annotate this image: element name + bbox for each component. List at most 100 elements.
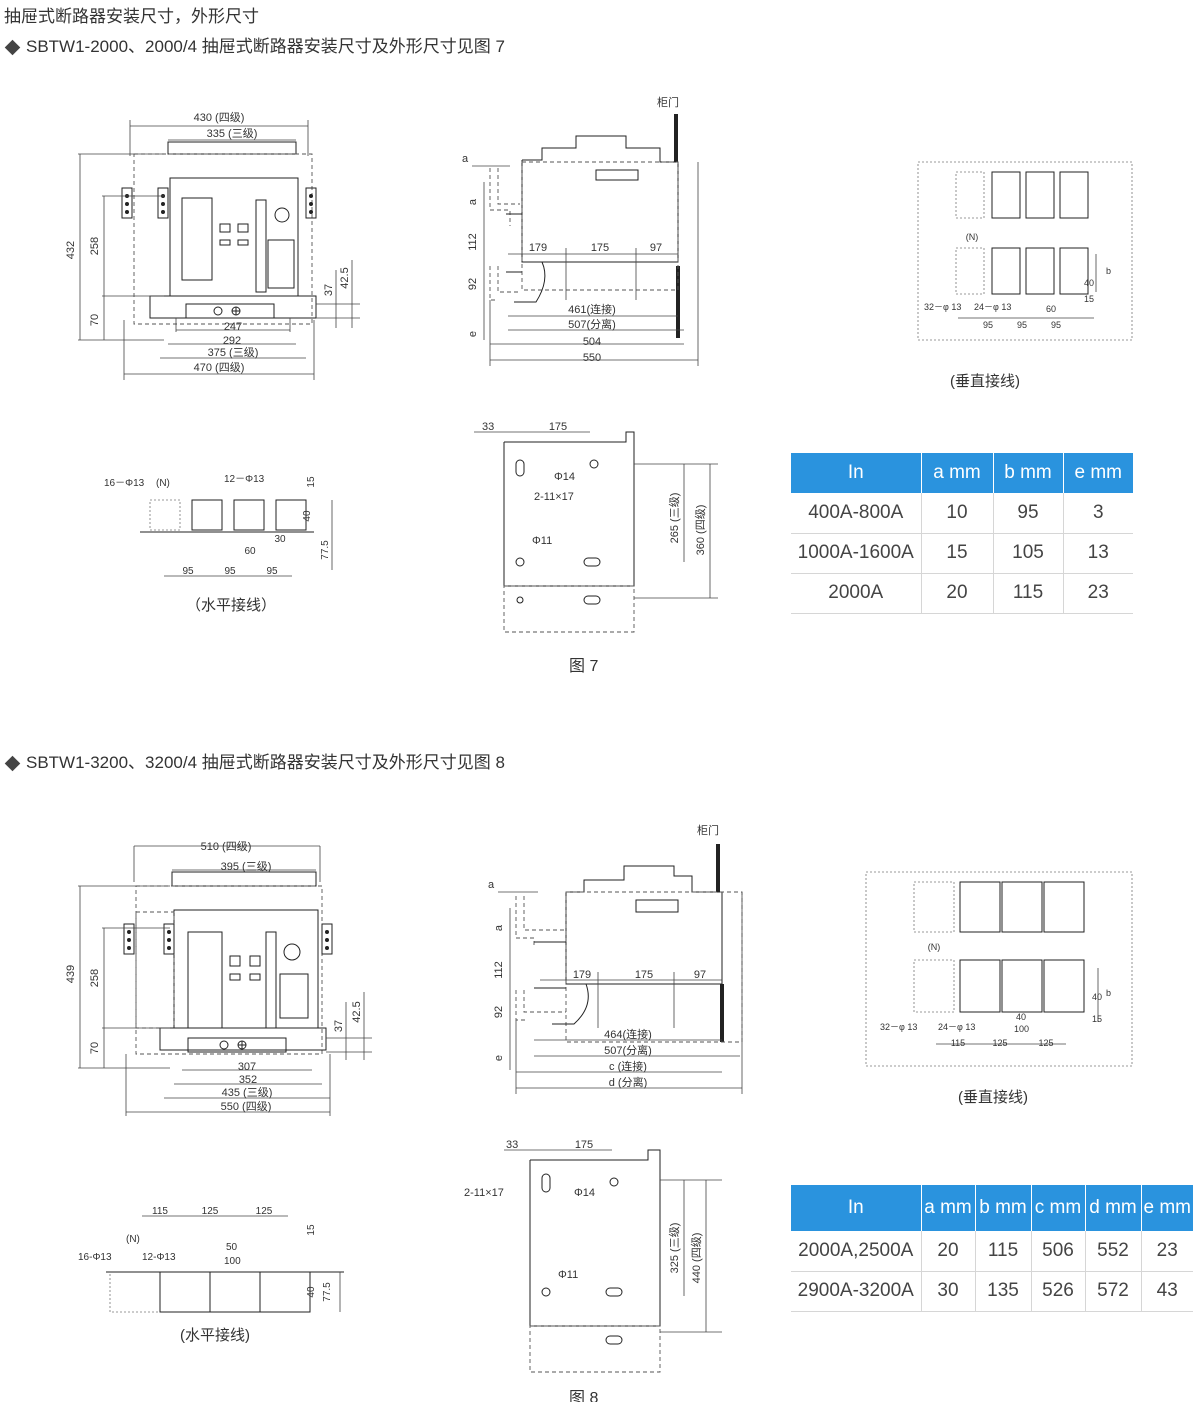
table-cell: 2000A,2500A xyxy=(791,1231,922,1272)
table-cell: 20 xyxy=(921,573,994,614)
dim-507: 507(分离) xyxy=(568,317,616,331)
section1-title: SBTW1-2000、2000/4 抽屉式断路器安装尺寸及外形尺寸见图 7 xyxy=(4,32,505,57)
holes-24-label: 24－φ 13 xyxy=(974,302,1011,312)
dim-95-b: 95 xyxy=(224,566,236,577)
dim-352: 352 xyxy=(239,1074,257,1086)
dim-258: 258 xyxy=(89,237,101,255)
dim-125-b: 125 xyxy=(256,1206,273,1217)
dim-40-label: 40 xyxy=(1084,278,1094,288)
s1-horizontal-wiring-drawing: 16－Φ13 (N) 12－Φ13 15 40 77.5 30 60 95 95… xyxy=(104,474,333,577)
table-cell: 23 xyxy=(1141,1231,1193,1272)
dim-77-5: 77.5 xyxy=(320,540,331,560)
table-cell: 1000A-1600A xyxy=(791,533,922,574)
table-header-cell: a mm xyxy=(921,453,994,493)
dim-265: 265 (三级) xyxy=(668,493,681,544)
dim-95-a: 95 xyxy=(182,566,194,577)
dim-395: 395 (三级) xyxy=(221,860,272,873)
s1-mounting-drawing: 33 175 Φ14 2-11×17 Φ11 265 (三级) 360 (四级) xyxy=(474,421,718,633)
section2-title-text: SBTW1-3200、3200/4 抽屉式断路器安装尺寸及外形尺寸见图 8 xyxy=(26,753,505,772)
s2-front-view-drawing: 510 (四级) 395 (三级) 439 258 70 37 42.5 307… xyxy=(65,840,372,1116)
dim-b-label: b xyxy=(1106,988,1111,998)
dim-95-c: 95 xyxy=(1051,320,1061,330)
s1-front-view-drawing: 430 (四级) 335 (三级) 432 258 70 37 42.5 247… xyxy=(65,111,360,380)
phi-14-label: Φ14 xyxy=(574,1187,595,1199)
dim-360: 360 (四级) xyxy=(694,505,707,556)
busbar-group-bottom xyxy=(955,247,1089,295)
table-cell: 95 xyxy=(993,493,1064,534)
table-header-cell: e mm xyxy=(1063,453,1133,493)
s2-horizontal-wiring-drawing: 115 125 125 (N) 16-Φ13 12-Φ13 50 100 15 … xyxy=(78,1206,344,1313)
dim-15-label: 15 xyxy=(1084,294,1094,304)
table-cell: 13 xyxy=(1063,533,1133,574)
busbar-group-top xyxy=(955,171,1089,219)
dim-e: e xyxy=(467,331,479,337)
table-cell: 10 xyxy=(921,493,994,534)
figure-7-caption: 图 7 xyxy=(569,658,599,675)
dim-325: 325 (三级) xyxy=(668,1223,681,1274)
dim-430: 430 (四级) xyxy=(194,111,245,124)
table-header-cell: d mm xyxy=(1085,1185,1142,1231)
dim-92: 92 xyxy=(493,1006,505,1018)
neutral-label: (N) xyxy=(928,942,941,952)
dim-175: 175 xyxy=(549,421,567,433)
slots-label: 2-11×17 xyxy=(534,491,574,503)
dim-15: 15 xyxy=(306,1224,317,1236)
dim-15-label: 15 xyxy=(1092,1014,1102,1024)
dim-100-label: 100 xyxy=(1014,1024,1029,1034)
dim-95-c: 95 xyxy=(266,566,278,577)
dim-112: 112 xyxy=(493,961,505,979)
table-cell: 23 xyxy=(1063,573,1133,614)
dim-30: 30 xyxy=(274,534,286,545)
dim-470: 470 (四级) xyxy=(194,361,245,374)
dim-125-b: 125 xyxy=(1038,1038,1053,1048)
dim-40-label: 40 xyxy=(1092,992,1102,1002)
busbar-group-bottom xyxy=(913,959,1085,1013)
s2-side-view-drawing: 柜门 a a 112 92 e 179 175 97 464(连接) 507(分… xyxy=(488,823,743,1094)
dim-510: 510 (四级) xyxy=(201,840,252,853)
dim-432: 432 xyxy=(65,241,77,259)
dim-c: c (连接) xyxy=(609,1060,647,1073)
table-header-cell: In xyxy=(791,453,922,493)
dim-42-5: 42.5 xyxy=(351,1001,363,1022)
dim-a-side: a xyxy=(493,924,505,931)
holes-32-label: 32－φ 13 xyxy=(924,302,961,312)
table-cell: 3 xyxy=(1063,493,1133,534)
dim-70: 70 xyxy=(89,1042,101,1054)
dim-97: 97 xyxy=(694,969,706,981)
dim-e: e xyxy=(493,1055,505,1061)
dim-95-b: 95 xyxy=(1017,320,1027,330)
dim-435: 435 (三级) xyxy=(222,1086,273,1099)
holes-24-label: 24－φ 13 xyxy=(938,1022,975,1032)
s1-horizontal-caption: （水平接线） xyxy=(186,597,277,614)
dim-125-a: 125 xyxy=(202,1206,219,1217)
table-header-cell: e mm xyxy=(1141,1185,1193,1231)
section2-title: SBTW1-3200、3200/4 抽屉式断路器安装尺寸及外形尺寸见图 8 xyxy=(4,748,505,773)
dim-464: 464(连接) xyxy=(604,1028,652,1041)
phi-11-label: Φ11 xyxy=(558,1269,578,1281)
dim-115: 115 xyxy=(152,1206,168,1217)
s1-side-view-drawing: 柜门 a a 112 92 e 179 175 97 461(连接) 507(分… xyxy=(462,95,699,366)
dim-77-5: 77.5 xyxy=(322,1282,333,1302)
dim-40: 40 xyxy=(302,510,313,522)
dim-b-label: b xyxy=(1106,266,1111,276)
phi-14-label: Φ14 xyxy=(554,471,575,483)
section1-title-text: SBTW1-2000、2000/4 抽屉式断路器安装尺寸及外形尺寸见图 7 xyxy=(26,37,505,56)
dim-42-5: 42.5 xyxy=(339,267,351,288)
dim-175: 175 xyxy=(591,242,609,254)
dim-a-top: a xyxy=(488,879,495,891)
dim-335: 335 (三级) xyxy=(207,127,258,140)
dim-a-top: a xyxy=(462,153,469,165)
table-cell: 400A-800A xyxy=(791,493,922,534)
dim-60: 60 xyxy=(244,546,256,557)
dim-50: 50 xyxy=(226,1242,238,1253)
table-cell: 105 xyxy=(993,533,1064,574)
table-cell: 30 xyxy=(921,1271,976,1312)
table-header-cell: b mm xyxy=(993,453,1064,493)
table-cell: 2000A xyxy=(791,573,922,614)
dim-258: 258 xyxy=(89,969,101,987)
